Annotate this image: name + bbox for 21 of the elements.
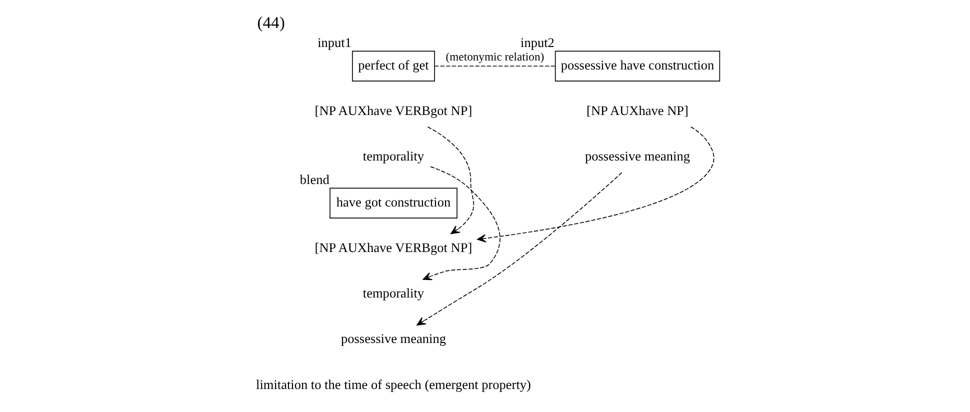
arrow (416, 172, 622, 326)
node-text: [NP AUXhave NP] (586, 102, 688, 118)
node-label: input1 (318, 34, 352, 50)
arrow (477, 126, 714, 242)
edge-label: (metonymic relation) (446, 50, 544, 64)
node-text: temporality (362, 148, 424, 164)
node-box: have got construction (330, 188, 458, 218)
node-text: limitation to the time of speech (emergent property) (256, 376, 531, 392)
node-box: perfect of get (352, 50, 435, 82)
node-text: [NP AUXhave VERBgot NP] (314, 102, 472, 118)
node-text: temporality (362, 286, 424, 301)
node-label: blend (300, 172, 330, 187)
connector (434, 66, 556, 67)
node-label: input2 (520, 34, 554, 50)
arrow (422, 166, 500, 280)
diagram-title: (44) (257, 12, 285, 32)
node-text: possessive meaning (340, 331, 446, 346)
node-text: [NP AUXhave VERBgot NP] (314, 240, 472, 255)
arrow (427, 126, 474, 234)
node-box: possessive have construction (554, 50, 720, 82)
node-text: possessive meaning (585, 148, 690, 164)
